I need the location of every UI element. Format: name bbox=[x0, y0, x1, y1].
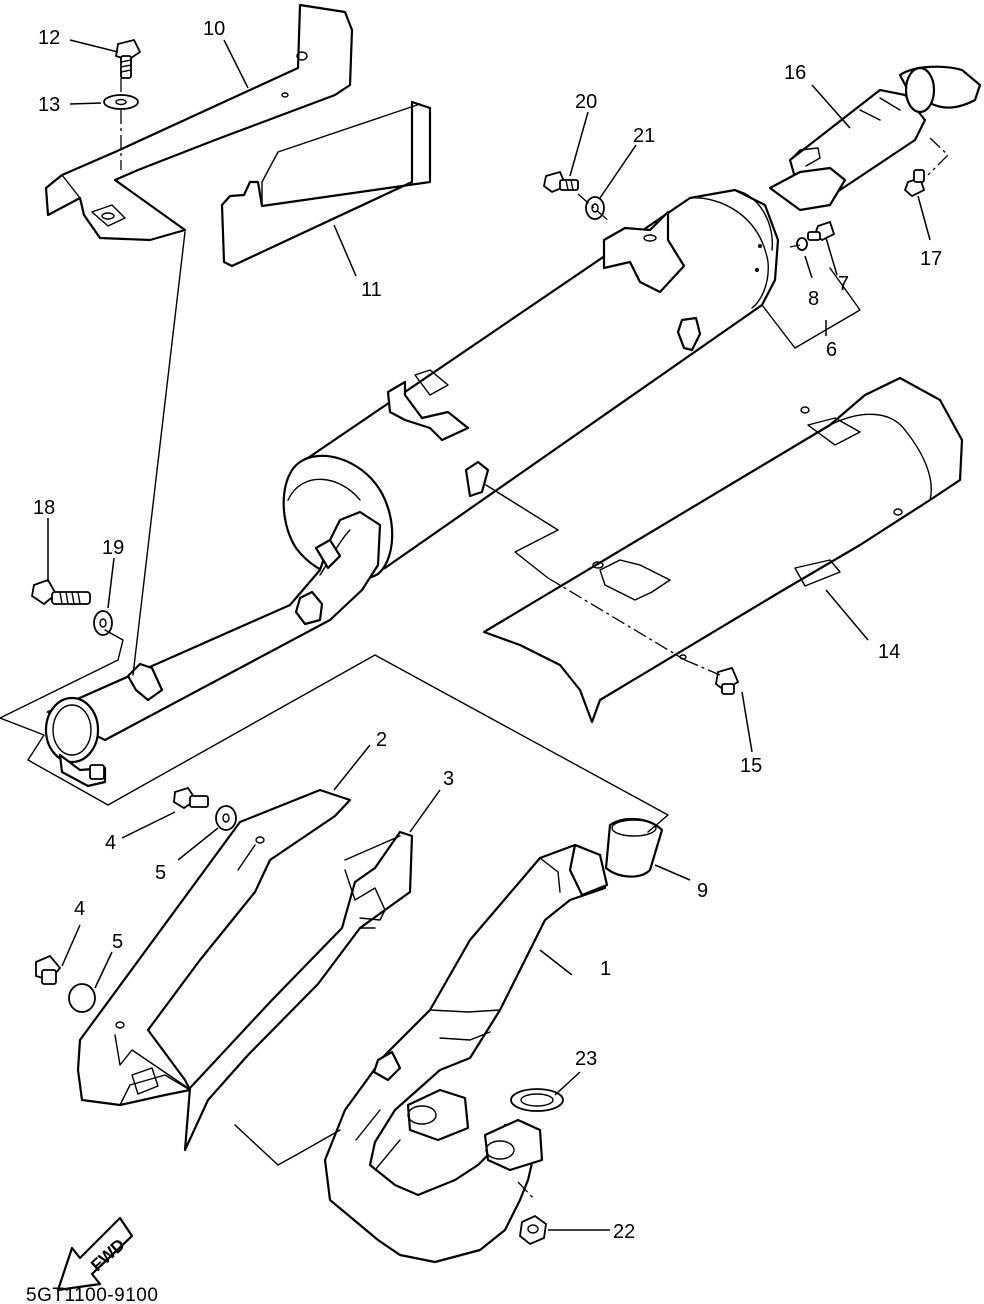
part-3-shield bbox=[183, 830, 414, 1152]
callout-20: 20 bbox=[575, 91, 597, 113]
part-4-bolt-lower bbox=[35, 954, 62, 985]
part-10-bracket bbox=[44, 3, 354, 242]
part-16-tailpipe bbox=[768, 65, 982, 212]
callout-18: 18 bbox=[33, 497, 55, 519]
part-9-gasket bbox=[604, 817, 664, 878]
part-22-nut bbox=[519, 1214, 547, 1246]
part-7-bolt bbox=[807, 220, 836, 242]
part-13-washer bbox=[103, 94, 139, 110]
callout-2: 2 bbox=[376, 729, 387, 751]
part-8-washer bbox=[796, 237, 808, 251]
callout-10: 10 bbox=[203, 18, 225, 40]
callout-9: 9 bbox=[697, 880, 708, 902]
part-1-exhaust-header bbox=[323, 843, 609, 1264]
part-5-washer-lower bbox=[68, 983, 96, 1013]
part-20-bolt bbox=[543, 170, 579, 194]
callout-7: 7 bbox=[838, 273, 849, 295]
callout-3: 3 bbox=[443, 768, 454, 790]
callout-19: 19 bbox=[102, 537, 124, 559]
assembly-lines bbox=[0, 78, 949, 1201]
callout-14: 14 bbox=[878, 641, 900, 663]
callout-6: 6 bbox=[826, 339, 837, 361]
callout-labels: 1 2 3 4 4 5 5 6 7 8 9 10 11 12 13 14 15 … bbox=[33, 18, 942, 1243]
callout-4-lower: 4 bbox=[74, 898, 85, 920]
callout-1: 1 bbox=[600, 958, 611, 980]
part-14-protector bbox=[482, 376, 964, 724]
callout-12: 12 bbox=[38, 27, 60, 49]
diagram-code: 5GT1100-9100 bbox=[26, 1285, 158, 1304]
callout-5-upper: 5 bbox=[155, 862, 166, 884]
part-4-bolt-upper bbox=[173, 786, 209, 810]
callout-15: 15 bbox=[740, 755, 762, 777]
part-15-bolt bbox=[715, 666, 740, 695]
part-21-washer bbox=[585, 196, 605, 220]
callout-5-lower: 5 bbox=[112, 931, 123, 953]
callout-17: 17 bbox=[920, 248, 942, 270]
callout-21: 21 bbox=[633, 125, 655, 147]
rear-pipe bbox=[44, 510, 382, 788]
callout-22: 22 bbox=[613, 1221, 635, 1243]
part-11-plate bbox=[220, 100, 432, 268]
fwd-arrow: FWD bbox=[56, 1216, 134, 1292]
callout-8: 8 bbox=[808, 288, 819, 310]
part-17-bolt bbox=[903, 169, 926, 198]
part-19-washer bbox=[93, 610, 113, 636]
part-18-bolt bbox=[31, 578, 91, 606]
part-23-gasket bbox=[510, 1088, 564, 1112]
callout-4-upper: 4 bbox=[105, 832, 116, 854]
callout-13: 13 bbox=[38, 94, 60, 116]
callout-11: 11 bbox=[361, 279, 382, 301]
callout-16: 16 bbox=[784, 62, 806, 84]
leader-lines bbox=[47, 39, 931, 1231]
part-5-washer-upper bbox=[215, 805, 237, 831]
callout-23: 23 bbox=[575, 1048, 597, 1070]
part-12-bolt bbox=[114, 38, 142, 79]
part-2-shield bbox=[76, 788, 352, 1107]
